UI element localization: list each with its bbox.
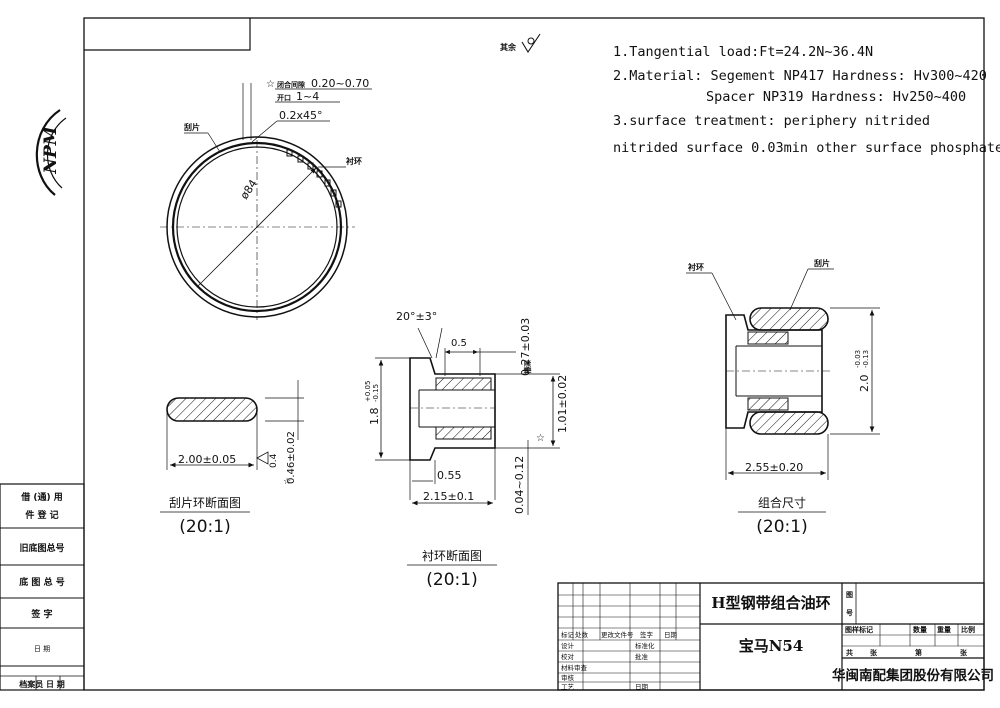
npm-logo: NPM <box>35 109 67 196</box>
spacer-height-tol-bot: -0.15 <box>372 384 380 402</box>
assembly-segment-label: 刮片 <box>814 258 830 268</box>
note-2-spacer: Spacer NP319 Hardness: Hv250~400 <box>706 89 966 105</box>
spacer-inner: 1.01±0.02 <box>556 375 569 433</box>
title-block: 标记 处数 更改文件号 签字 日期 设计 校对 材料审查 审核 工艺 标准化 批… <box>557 582 994 691</box>
note-1: 1.Tangential load:Ft=24.2N~36.4N <box>613 44 873 60</box>
surface-roughness-icon <box>521 33 541 54</box>
segment-thickness: 0.46±0.02 <box>286 431 297 484</box>
spacer-scale: (20:1) <box>426 570 477 590</box>
rev-header-sign: 签字 <box>640 630 654 639</box>
ring-diameter: ø84 <box>238 177 260 201</box>
mid-date: 日期 <box>635 683 649 691</box>
fig-label: 图 <box>846 590 853 599</box>
left-panel-row-1: 借 (通) 用 <box>20 491 63 503</box>
assembly-width: 2.55±0.20 <box>745 461 803 474</box>
rev-header-count: 处数 <box>575 630 589 639</box>
row-material: 材料审查 <box>561 663 588 672</box>
spacer-height: 1.8 <box>368 408 381 426</box>
row-review: 审核 <box>561 673 575 682</box>
spacer-width: 2.15±0.1 <box>423 490 474 503</box>
mid-approve: 批准 <box>635 652 649 661</box>
ring-view: ø84 ☆ 闭合间隙 0.20~0.70 开口 1~4 0.2x45° 刮片 衬… <box>160 77 372 320</box>
part-name: H型钢带组合油环 <box>711 594 830 612</box>
spacer-label: 衬环 <box>345 156 362 166</box>
left-panel-row-3: 旧底图总号 <box>19 542 64 554</box>
assembly-height-tol-bot: -0.13 <box>862 350 870 368</box>
spacer-gap: 0.04~0.12 <box>513 456 526 514</box>
svg-text:☆: ☆ <box>536 433 545 444</box>
company-name: 华闽南配集团股份有限公司 <box>832 667 994 684</box>
tooth-value: 1~4 <box>296 90 319 103</box>
segment-section: 2.00±0.05 0.4 0.46±0.02 ☆ 刮片环断面图 (20:1) <box>160 380 304 537</box>
assembly-scale: (20:1) <box>756 517 807 537</box>
assembly-height-tol-top: -0.03 <box>854 350 862 368</box>
logo-text: NPM <box>41 125 61 174</box>
spacer-caption: 衬环断面图 <box>422 548 482 563</box>
note-3: 3.surface treatment: periphery nitrided <box>613 113 930 129</box>
right-header-mark: 图样标记 <box>845 625 873 634</box>
spacer-slot: 0.5 <box>451 338 467 349</box>
left-panel-row-4: 底 图 总 号 <box>19 576 64 588</box>
right-header-qty: 数量 <box>913 625 927 634</box>
spacer-angle: 20°±3° <box>396 310 437 323</box>
segment-edge: 0.4 <box>269 453 279 468</box>
spacer-section: 20°±3° 0.5 0.27±0.03 槽深 1.8 +0.05 -0.15 … <box>364 310 569 590</box>
fig-no-label: 号 <box>846 608 853 617</box>
row-check: 校对 <box>561 652 575 661</box>
spacer-teeth <box>286 149 342 208</box>
drawing-frame <box>83 17 985 691</box>
assembly-spacer-label: 衬环 <box>687 262 704 272</box>
row-design: 设计 <box>561 641 575 650</box>
note-3-detail: nitrided surface 0.03min other surface p… <box>613 140 1000 156</box>
spacer-depth: 0.27±0.03 <box>519 318 532 376</box>
gap-label: 闭合间隙 <box>277 80 305 89</box>
right-footer-sheets: 张 <box>870 648 878 657</box>
right-footer-no: 第 <box>915 648 922 657</box>
segment-scale: (20:1) <box>179 517 230 537</box>
spacer-height-tol-top: +0.05 <box>364 381 372 402</box>
mid-standard: 标准化 <box>635 641 655 650</box>
surface-mark: 其余 <box>500 33 541 54</box>
tooth-label: 开口 <box>277 94 291 102</box>
right-header-weight: 重量 <box>937 625 951 634</box>
svg-text:☆: ☆ <box>283 477 291 487</box>
left-panel: 借 (通) 用 件 登 记 旧底图总号 底 图 总 号 签 字 日 期 档案员 … <box>0 483 85 691</box>
note-2: 2.Material: Segement NP417 Hardness: Hv3… <box>613 68 987 84</box>
row-process: 工艺 <box>561 683 575 691</box>
surface-mark-label: 其余 <box>500 42 517 52</box>
left-panel-row-7: 档案员 日 期 <box>19 679 65 689</box>
svg-text:☆: ☆ <box>266 79 275 90</box>
technical-notes: 1.Tangential load:Ft=24.2N~36.4N 2.Mater… <box>613 44 1000 156</box>
revision-grid <box>558 583 700 690</box>
gap-value: 0.20~0.70 <box>311 77 369 90</box>
left-panel-row-6: 日 期 <box>34 645 50 653</box>
right-header-scale: 比例 <box>961 625 975 634</box>
left-panel-row-5: 签 字 <box>30 608 52 620</box>
spacer-step: 0.55 <box>437 469 462 482</box>
right-footer-total: 共 <box>846 648 853 657</box>
chamfer: 0.2x45° <box>279 109 323 122</box>
segment-label: 刮片 <box>184 122 200 132</box>
segment-caption: 刮片环断面图 <box>169 495 241 510</box>
right-footer-sheet: 张 <box>960 648 968 657</box>
rev-header-mark: 标记 <box>561 630 575 639</box>
rev-header-date: 日期 <box>664 631 678 639</box>
segment-width: 2.00±0.05 <box>178 453 236 466</box>
spacer-depth-label: 槽深 <box>523 360 532 374</box>
assembly-caption: 组合尺寸 <box>758 495 806 510</box>
rev-header-doc: 更改文件号 <box>601 630 634 639</box>
assembly-section: 衬环 刮片 2.0 -0.03 -0.13 2.55±0.20 组合尺寸 (20… <box>686 258 880 537</box>
part-model: 宝马N54 <box>739 637 804 655</box>
assembly-height: 2.0 <box>858 375 871 393</box>
left-panel-row-2: 件 登 记 <box>25 509 58 521</box>
